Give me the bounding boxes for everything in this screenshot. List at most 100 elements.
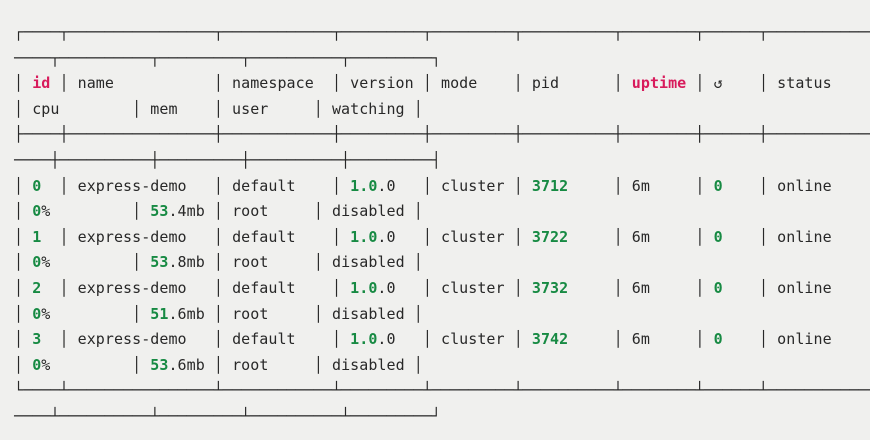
- cell-restarts: 0: [713, 278, 723, 297]
- pad: [141, 202, 150, 220]
- column-divider: │: [331, 74, 342, 93]
- column-divider: │: [331, 278, 342, 297]
- cell-name: express-demo: [77, 227, 187, 246]
- column-divider: │: [14, 330, 24, 349]
- column-divider: │: [14, 202, 24, 221]
- column-divider: │: [331, 330, 342, 349]
- header-status: status: [777, 74, 832, 93]
- pad: [704, 74, 713, 92]
- pad: [69, 330, 78, 348]
- header-uptime: uptime: [631, 74, 687, 93]
- pad: [268, 100, 313, 118]
- cell-cpu-unit: %: [41, 253, 51, 272]
- pad: [187, 177, 214, 195]
- pad: [623, 279, 632, 297]
- column-divider: │: [213, 330, 223, 349]
- pad: [704, 228, 713, 246]
- column-divider: │: [14, 304, 24, 323]
- cell-name: express-demo: [77, 330, 187, 349]
- cell-id: 3: [32, 330, 42, 349]
- pad: [723, 177, 759, 195]
- pad: [69, 228, 78, 246]
- column-divider: │: [132, 355, 142, 374]
- column-divider: │: [413, 253, 423, 272]
- cell-mem-unit: .6mb: [168, 304, 205, 323]
- column-divider: │: [331, 176, 342, 195]
- pad: [41, 330, 59, 348]
- pad: [523, 177, 532, 195]
- cell-status: online: [777, 176, 832, 195]
- column-divider: │: [695, 176, 705, 195]
- border-glyphs: ├────┼────────────────┼────────────┼────…: [14, 125, 870, 144]
- column-divider: │: [695, 278, 705, 297]
- pad: [323, 356, 332, 374]
- pad: [323, 100, 332, 118]
- header-name: name: [77, 74, 114, 93]
- cell-restarts: 0: [713, 176, 723, 195]
- cell-id: 1: [32, 227, 42, 246]
- cell-mode: cluster: [441, 330, 505, 349]
- column-divider: │: [613, 74, 623, 93]
- cell-name: express-demo: [77, 176, 187, 195]
- pad: [323, 202, 332, 220]
- cell-user: root: [232, 253, 269, 272]
- separator-line-2: ────┼──────────┼─────────┼──────────┼───…: [14, 148, 870, 174]
- pad: [23, 330, 32, 348]
- column-divider: │: [695, 74, 705, 93]
- column-divider: │: [758, 227, 769, 246]
- pad: [723, 279, 759, 297]
- cell-watching: disabled: [332, 202, 405, 221]
- pad: [704, 279, 713, 297]
- pad: [50, 202, 132, 220]
- pad: [268, 253, 313, 271]
- cell-namespace: default: [232, 278, 296, 297]
- header-version: version: [350, 74, 414, 93]
- cell-watching: disabled: [332, 304, 405, 323]
- border-glyphs: ────┴──────────┴─────────┴──────────┴───…: [14, 406, 441, 425]
- pad: [405, 100, 414, 118]
- pad: [23, 74, 32, 92]
- process-row-1-line-1: │ 1 │ express-demo │ default │ 1.0.0 │ c…: [14, 225, 870, 251]
- pad: [405, 356, 414, 374]
- column-divider: │: [513, 330, 523, 349]
- border-bottom-line-1: └────┴────────────────┴────────────┴────…: [14, 378, 870, 404]
- pad: [341, 228, 350, 246]
- pad: [341, 330, 350, 348]
- column-divider: │: [413, 99, 423, 118]
- cell-pid: 3712: [531, 176, 569, 195]
- cell-version-unit: .0: [377, 278, 396, 297]
- column-divider: │: [213, 176, 223, 195]
- pad: [23, 253, 32, 271]
- pad: [523, 74, 532, 92]
- pad: [323, 305, 332, 323]
- pad: [341, 279, 350, 297]
- pad: [650, 279, 695, 297]
- cell-cpu-unit: %: [41, 304, 51, 323]
- pad: [568, 330, 613, 348]
- column-divider: │: [422, 74, 432, 93]
- cell-status: online: [777, 278, 832, 297]
- column-divider: │: [14, 176, 24, 195]
- pad: [523, 330, 532, 348]
- pad: [69, 279, 78, 297]
- cell-watching: disabled: [332, 253, 405, 272]
- cell-mem-unit: .8mb: [168, 253, 205, 272]
- column-divider: │: [132, 202, 142, 221]
- column-divider: │: [132, 253, 142, 272]
- pad: [178, 100, 214, 118]
- pad: [650, 330, 695, 348]
- cell-mem-unit: .6mb: [168, 355, 205, 374]
- column-divider: │: [422, 278, 432, 297]
- column-divider: │: [59, 278, 69, 297]
- pad: [141, 356, 150, 374]
- border-glyphs: ────┼──────────┼─────────┼──────────┼───…: [14, 150, 441, 169]
- cell-namespace: default: [232, 176, 296, 195]
- pad: [768, 228, 777, 246]
- pad: [432, 279, 441, 297]
- header-user: user: [232, 99, 269, 118]
- column-divider: │: [695, 227, 705, 246]
- cell-restarts: 0: [713, 330, 723, 349]
- cell-version-unit: .0: [377, 227, 396, 246]
- pad: [568, 177, 613, 195]
- column-divider: │: [213, 227, 223, 246]
